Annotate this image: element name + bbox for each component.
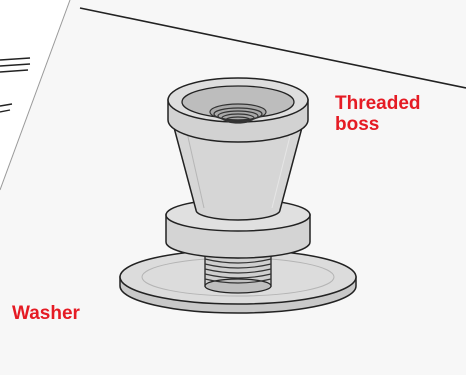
tapered-body bbox=[171, 119, 305, 221]
sheet-hatch-lines bbox=[0, 57, 31, 113]
washer-label: Washer bbox=[12, 303, 80, 324]
back-sheet-edge bbox=[0, 0, 71, 191]
internal-thread bbox=[209, 103, 267, 124]
sheet-edge-line bbox=[79, 7, 466, 89]
threaded-boss-label: Threaded boss bbox=[335, 93, 421, 135]
